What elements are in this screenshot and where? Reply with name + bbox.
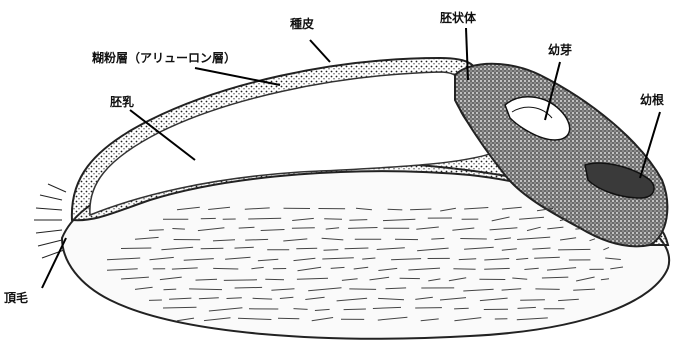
texture-streak [558, 249, 590, 250]
texture-streak [454, 308, 469, 309]
texture-streak [121, 248, 151, 249]
texture-streak [388, 209, 403, 210]
label-brush: 頂毛 [4, 292, 28, 304]
texture-streak [535, 289, 559, 290]
texture-streak [349, 289, 376, 290]
texture-streak [431, 238, 444, 239]
texture-streak [172, 229, 185, 230]
texture-streak [324, 250, 339, 251]
texture-streak [410, 209, 431, 210]
label-radicle: 幼根 [640, 94, 664, 106]
label-plumule: 幼芽 [548, 44, 572, 56]
texture-streak [235, 287, 263, 288]
texture-streak [575, 229, 581, 230]
texture-streak [245, 239, 268, 240]
texture-streak [453, 269, 475, 270]
texture-streak [265, 279, 284, 280]
texture-streak [213, 268, 238, 269]
texture-streak [248, 218, 281, 219]
texture-streak [227, 298, 242, 299]
texture-streak [520, 300, 545, 301]
label-endosperm: 胚乳 [110, 96, 134, 108]
label-seed-coat: 種皮 [290, 18, 314, 30]
texture-streak [224, 280, 257, 281]
texture-streak [349, 220, 367, 221]
label-aleurone-layer: 糊粉層（アリューロン層） [92, 52, 236, 64]
texture-streak [163, 307, 197, 308]
texture-streak [324, 219, 342, 220]
texture-streak [344, 309, 366, 310]
texture-streak [164, 289, 177, 290]
texture-streak [296, 248, 317, 249]
texture-streak [189, 289, 222, 290]
texture-streak [149, 230, 164, 231]
texture-streak [460, 239, 487, 240]
texture-streak [201, 248, 224, 249]
label-scutellum: 胚状体 [440, 12, 476, 24]
